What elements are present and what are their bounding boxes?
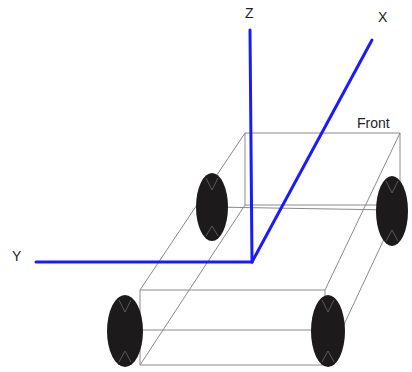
wheel-mark	[322, 300, 334, 312]
wheel-mark	[386, 230, 398, 241]
wheel	[107, 295, 143, 367]
axle-line	[125, 330, 328, 331]
wheel	[311, 295, 345, 367]
wheel-mark	[322, 351, 334, 362]
wheel	[196, 173, 228, 241]
y-axis	[36, 261, 252, 264]
wheel-mark	[119, 351, 131, 362]
wheel-mark	[206, 178, 218, 190]
x-axis	[252, 40, 372, 262]
body-edge	[140, 290, 325, 365]
wheel	[376, 176, 408, 246]
body-edge	[245, 133, 400, 205]
body-edge	[140, 205, 245, 365]
body-edge	[140, 133, 245, 290]
direction-label: Front	[357, 116, 390, 130]
wheel-mark	[206, 226, 218, 236]
wheel-mark	[386, 181, 398, 193]
car-body-wireframe	[125, 133, 400, 365]
axle-line	[212, 207, 392, 210]
axis-label: Z	[245, 6, 254, 20]
axis-label: X	[378, 10, 387, 24]
axis-label: Y	[12, 249, 21, 263]
axes	[36, 30, 372, 262]
z-axis	[250, 30, 252, 262]
wheel-marks	[119, 178, 398, 362]
wheels	[107, 173, 408, 367]
wheel-mark	[119, 300, 131, 312]
